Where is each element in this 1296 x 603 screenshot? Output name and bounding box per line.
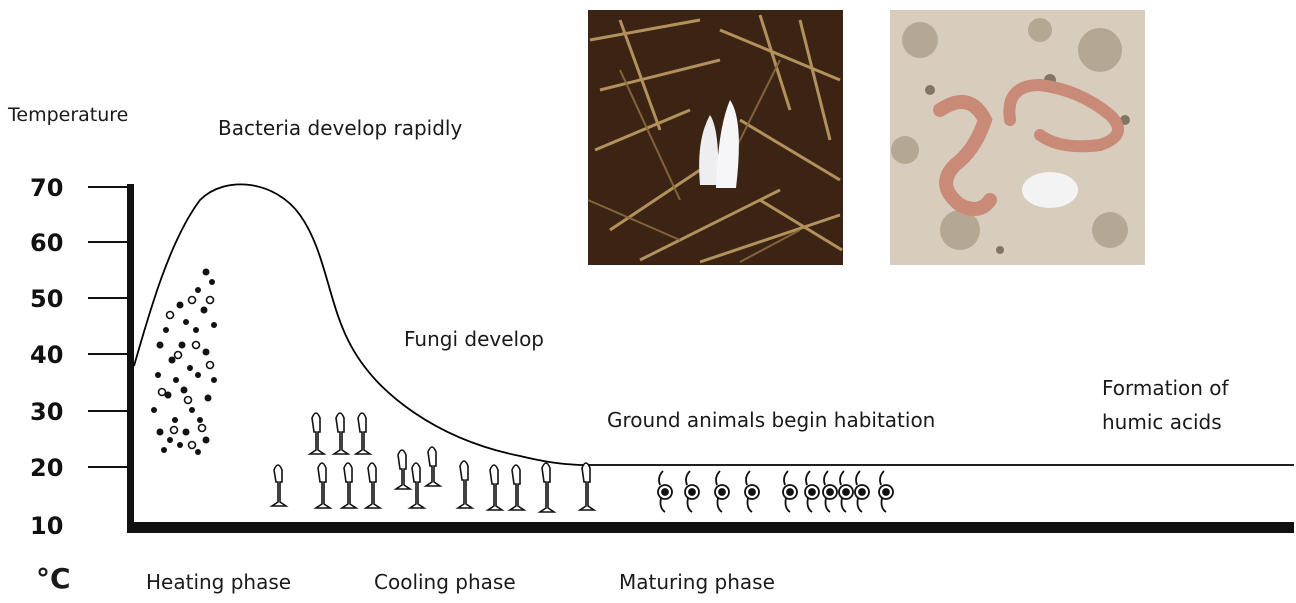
fungi-cluster — [272, 413, 594, 512]
bacteria-label: Bacteria develop rapidly — [218, 116, 462, 140]
fungi-label: Fungi develop — [404, 327, 544, 351]
photo-earthworms — [890, 10, 1145, 265]
tick-marks — [88, 187, 130, 467]
phase-cooling: Cooling phase — [374, 570, 516, 594]
x-axis — [127, 522, 1294, 533]
phase-maturing: Maturing phase — [619, 570, 775, 594]
ground-animals-label: Ground animals begin habitation — [607, 408, 935, 432]
phase-heating: Heating phase — [146, 570, 291, 594]
humic-label-line1: Formation of — [1102, 376, 1229, 400]
bacteria-cluster — [151, 269, 217, 456]
photo-mushrooms — [588, 10, 843, 265]
humic-label-line2: humic acids — [1102, 410, 1222, 434]
ground-animals-cluster — [658, 471, 893, 512]
y-axis — [127, 184, 134, 533]
